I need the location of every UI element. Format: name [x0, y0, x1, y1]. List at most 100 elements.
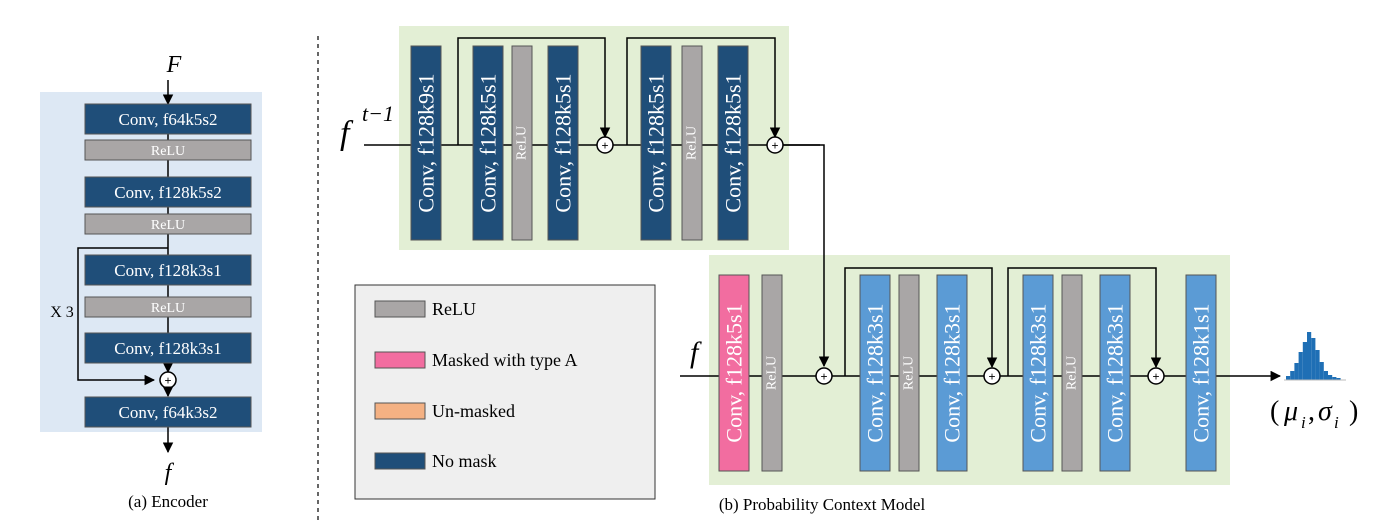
sum-node: +	[596, 136, 614, 154]
plus-symbol: +	[771, 139, 778, 153]
layer-label: Conv, f128k5s1	[721, 73, 746, 212]
conv-layer: Conv, f128k5s1	[717, 45, 749, 241]
encoder-conv-layer: Conv, f128k5s2	[84, 176, 252, 208]
context-sum-nodes: + + + + +	[596, 136, 1165, 385]
legend-swatch	[374, 452, 426, 470]
histogram-bar	[1323, 371, 1328, 380]
layer-label: ReLU	[685, 126, 700, 160]
encoder-residual-loop	[77, 247, 168, 386]
histogram-bar	[1336, 378, 1341, 380]
context-bottom-block	[709, 255, 1230, 485]
conv-layer: Conv, f128k3s1	[1022, 274, 1054, 472]
legend-swatch	[374, 402, 426, 420]
legend-label: ReLU	[432, 299, 476, 319]
encoder-relu-layer: ReLU	[84, 213, 252, 235]
relu-layer: ReLU	[761, 274, 783, 472]
output-close-paren: )	[1349, 396, 1358, 427]
sum-node: +	[1147, 367, 1165, 385]
relu-layer: ReLU	[898, 274, 920, 472]
output-comma: ,	[1308, 396, 1315, 427]
plus-symbol: +	[820, 370, 827, 384]
layer-label: Conv, f128k5s1	[644, 73, 669, 212]
output-sigma-subscript: i	[1334, 413, 1339, 432]
legend-item: No mask	[374, 451, 497, 471]
legend-item: Masked with type A	[374, 350, 578, 370]
plus-symbol: +	[1152, 370, 1159, 384]
output-mu: μ	[1283, 396, 1298, 427]
layer-label: ReLU	[902, 356, 917, 390]
layer-label: Conv, f128k3s1	[1103, 303, 1128, 442]
histogram-bar	[1286, 376, 1291, 380]
layer-label: ReLU	[765, 356, 780, 390]
encoder-layer-label: Conv, f128k3s1	[114, 339, 222, 358]
relu-layer: ReLU	[1061, 274, 1083, 472]
encoder-plus-symbol: +	[164, 374, 171, 388]
context-top-layers: Conv, f128k9s1 Conv, f128k5s1 ReLU Conv, f1…	[410, 45, 749, 241]
output-mu-subscript: i	[1301, 413, 1306, 432]
conv-layer: Conv, f128k1s1	[1185, 274, 1217, 472]
context-input-bottom-label: f	[690, 336, 702, 369]
histogram-bar	[1290, 371, 1295, 380]
encoder-conv-layer: Conv, f64k3s2	[84, 396, 252, 428]
conv-layer: Conv, f128k5s1	[547, 45, 579, 241]
context-bottom-layers: Conv, f128k5s1 ReLU Conv, f128k3s1 ReLU Conv…	[718, 274, 1217, 472]
encoder-layer-label: ReLU	[151, 218, 185, 233]
histogram-bar	[1332, 377, 1337, 380]
encoder-relu-layer: ReLU	[84, 139, 252, 161]
histogram-bar	[1319, 362, 1324, 380]
legend-swatch	[374, 300, 426, 318]
conv-layer: Conv, f128k5s1	[472, 45, 504, 241]
output-sigma: σ	[1318, 396, 1333, 427]
top-skip-1	[457, 37, 611, 145]
conv-layer: Conv, f128k9s1	[410, 45, 442, 241]
sum-node: +	[983, 367, 1001, 385]
layer-label: Conv, f128k3s1	[940, 303, 965, 442]
legend-item: Un-masked	[374, 401, 515, 421]
layer-label: Conv, f128k5s1	[722, 303, 747, 442]
conv-layer: Conv, f128k3s1	[936, 274, 968, 472]
layer-label: Conv, f128k5s1	[551, 73, 576, 212]
encoder-layer-label: ReLU	[151, 301, 185, 316]
encoder-conv-layer: Conv, f64k5s2	[84, 103, 252, 135]
plus-symbol: +	[601, 139, 608, 153]
layer-label: Conv, f128k3s1	[863, 303, 888, 442]
encoder-sum-node: +	[159, 371, 177, 389]
sum-node: +	[815, 367, 833, 385]
encoder-layer-label: Conv, f128k5s2	[114, 183, 222, 202]
histogram-bar	[1298, 352, 1303, 380]
histogram-bar	[1307, 332, 1312, 380]
output-open-paren: (	[1270, 396, 1279, 427]
bottom-skip-2	[1007, 267, 1162, 376]
legend-item: ReLU	[374, 299, 476, 319]
layer-label: ReLU	[1065, 356, 1080, 390]
top-to-bottom-connection	[783, 144, 830, 368]
layer-label: ReLU	[515, 126, 530, 160]
input-top-base: f	[340, 115, 354, 152]
legend-label: Un-masked	[432, 401, 515, 421]
histogram-bar	[1311, 338, 1316, 380]
encoder-conv-layer: Conv, f128k3s1	[84, 254, 252, 286]
relu-layer: ReLU	[511, 45, 533, 241]
top-skip-2	[626, 37, 781, 145]
input-top-superscript: t−1	[362, 101, 394, 126]
histogram-bar	[1315, 350, 1320, 380]
conv-layer: Conv, f128k5s1	[718, 274, 750, 472]
context-caption: (b) Probability Context Model	[719, 495, 926, 514]
encoder-conv-layer: Conv, f128k3s1	[84, 332, 252, 364]
encoder-relu-layer: ReLU	[84, 296, 252, 318]
relu-layer: ReLU	[681, 45, 703, 241]
histogram-bar	[1302, 342, 1307, 380]
conv-layer: Conv, f128k3s1	[1099, 274, 1131, 472]
histogram-bar	[1328, 375, 1333, 380]
encoder-input-label: F	[166, 52, 182, 78]
layer-label: Conv, f128k1s1	[1189, 303, 1214, 442]
legend-swatch	[374, 351, 426, 369]
legend-label: Masked with type A	[432, 350, 578, 370]
bottom-skip-1	[844, 267, 998, 376]
output-distribution-icon	[1284, 332, 1346, 381]
legend: ReLU Masked with type A Un-masked No mask	[374, 299, 578, 471]
encoder-output-label: f	[165, 460, 175, 486]
